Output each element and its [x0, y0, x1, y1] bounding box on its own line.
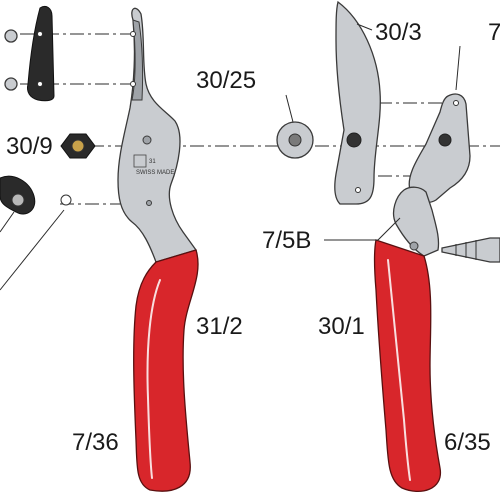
part-blade-30-3 [334, 0, 381, 205]
part-washer-30-25 [276, 94, 314, 159]
bolt-washer-lower [4, 77, 18, 91]
left-blade-hole-lower [130, 81, 136, 87]
part-bolt-6-35 [441, 237, 500, 263]
label-31-2: 31/2 [196, 313, 243, 340]
stamp-made-in: SWISS MADE [136, 170, 174, 176]
right-red-handle [373, 239, 441, 492]
left-pruner-assembly: 31 SWISS MADE [117, 7, 199, 492]
anvil-hole-upper [37, 31, 43, 37]
small-washer [60, 194, 72, 206]
left-handle-highlight [146, 279, 161, 479]
black-anvil-part [27, 5, 55, 102]
leader-30-3-top [455, 45, 461, 91]
right-bolt [409, 241, 419, 251]
label-6-35: 6/35 [444, 429, 491, 456]
label-30-25: 30/25 [196, 67, 256, 94]
right-handle-highlight [387, 259, 411, 481]
spring-gear [11, 193, 25, 207]
leader-left-1 [0, 211, 15, 233]
right-lower-body [392, 186, 440, 257]
bolt-washer-upper [4, 29, 18, 43]
label-30-3: 30/3 [375, 19, 422, 46]
right-bolt-hole [453, 100, 459, 106]
right-pruner-assembly [373, 93, 471, 492]
left-blade-hole-upper [130, 31, 136, 37]
label-7-36: 7/36 [72, 429, 119, 456]
leader-7-5b-b [377, 217, 401, 241]
left-blade-body [117, 7, 198, 263]
brand-stamp-logo [133, 154, 147, 168]
label-7-partial: 7 [488, 19, 500, 46]
right-upper-body [408, 93, 471, 204]
left-pivot-hole [142, 135, 152, 145]
anvil-hole-lower [37, 81, 43, 87]
left-blade-edge [131, 19, 144, 101]
label-7-5b: 7/5B [262, 227, 311, 254]
label-30-1: 30/1 [318, 313, 365, 340]
label-30-9: 30/9 [6, 133, 53, 160]
part-nut-30-9 [60, 133, 96, 159]
right-pivot-hole [438, 133, 452, 147]
leader-left-2 [0, 209, 65, 291]
left-red-handle [133, 249, 199, 492]
left-spring-hole [146, 200, 152, 206]
stamp-model-number: 31 [149, 159, 156, 165]
